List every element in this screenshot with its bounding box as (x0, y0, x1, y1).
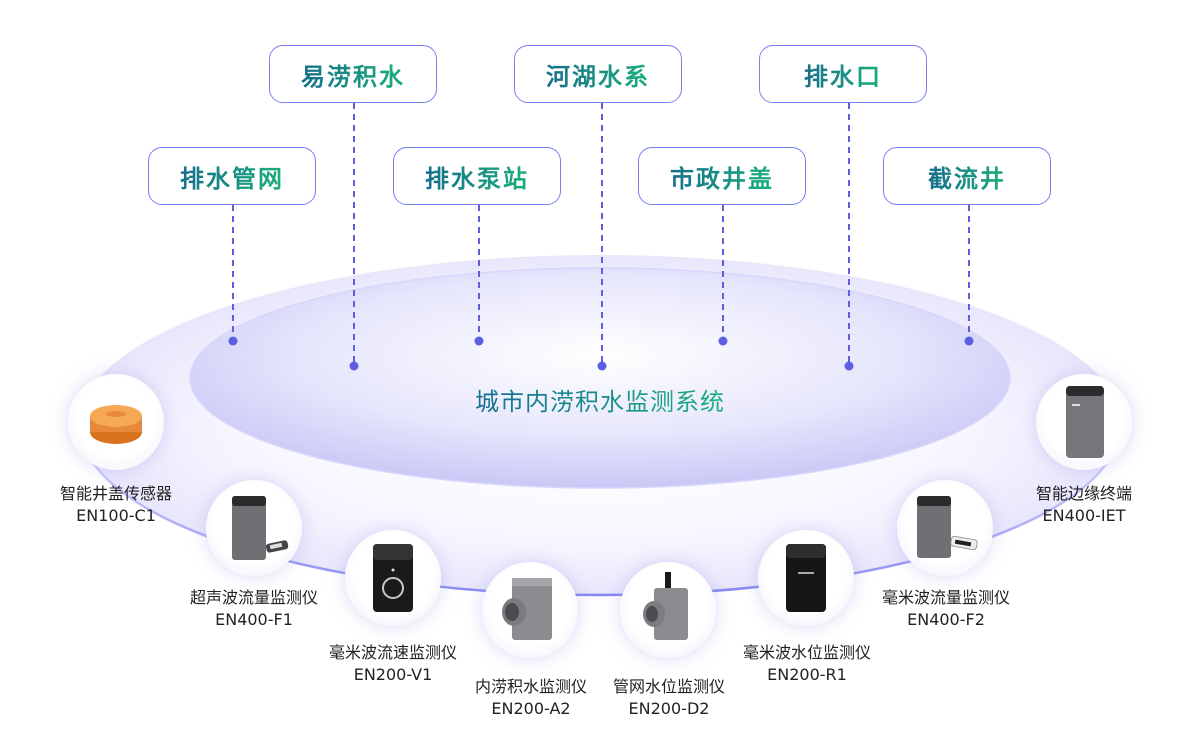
scenario-label: 排水管网 (180, 159, 284, 194)
scenario-label: 河湖水系 (546, 57, 650, 92)
device-label-5: 毫米波水位监测仪 EN200-R1 (722, 642, 892, 686)
scenario-label: 易涝积水 (301, 57, 405, 92)
device-circle-0 (68, 374, 164, 470)
device-circle-5 (758, 530, 854, 626)
device-label-1: 超声波流量监测仪 EN400-F1 (169, 587, 339, 631)
scenario-box-jinggai: 市政井盖 (638, 147, 806, 205)
connector-dot-1 (349, 361, 359, 371)
scenario-label: 排水口 (804, 57, 882, 92)
scenario-box-guanwang: 排水管网 (148, 147, 316, 205)
device-model: EN200-R1 (767, 665, 847, 684)
connector-dot-2 (474, 336, 484, 346)
edge-terminal-icon (1066, 386, 1104, 458)
device-label-2: 毫米波流速监测仪 EN200-V1 (308, 642, 478, 686)
scenario-box-hehu: 河湖水系 (514, 45, 682, 103)
device-label-0: 智能井盖传感器 EN100-C1 (31, 483, 201, 527)
scenario-box-paishuikou: 排水口 (759, 45, 927, 103)
inner-ellipse (189, 267, 1011, 489)
device-label-3: 内涝积水监测仪 EN200-A2 (446, 676, 616, 720)
device-circle-6 (897, 480, 993, 576)
scenario-box-jieliu: 截流井 (883, 147, 1051, 205)
device-name: 智能井盖传感器 (59, 484, 172, 503)
scenario-label: 排水泵站 (425, 159, 529, 194)
waterlogging-monitor-icon (502, 578, 552, 640)
device-circle-1 (206, 480, 302, 576)
device-model: EN200-A2 (491, 699, 571, 718)
scenario-label: 截流井 (928, 159, 1006, 194)
connector-dot-5 (844, 361, 854, 371)
device-name: 管网水位监测仪 (612, 677, 725, 696)
connector-dot-0 (228, 336, 238, 346)
device-label-4: 管网水位监测仪 EN200-D2 (584, 676, 754, 720)
system-title: 城市内涝积水监测系统 (475, 388, 725, 416)
connector-dot-4 (718, 336, 728, 346)
device-name: 毫米波流速监测仪 (328, 643, 457, 662)
mmwave-flow-meter-icon (917, 496, 978, 558)
device-circle-7 (1036, 374, 1132, 470)
device-model: EN100-C1 (76, 506, 156, 525)
device-label-6: 毫米波流量监测仪 EN400-F2 (861, 587, 1031, 631)
device-circle-4 (620, 562, 716, 658)
ultrasonic-flow-meter-icon (232, 496, 289, 560)
scenario-box-bengzhan: 排水泵站 (393, 147, 561, 205)
device-model: EN200-V1 (353, 665, 433, 684)
device-name: 智能边缘终端 (1035, 484, 1132, 503)
device-label-7: 智能边缘终端 EN400-IET (999, 483, 1169, 527)
mmwave-velocity-meter-icon (373, 544, 413, 612)
mmwave-level-meter-icon (786, 544, 826, 612)
connector-dot-6 (964, 336, 974, 346)
connector-dot-3 (597, 361, 607, 371)
device-model: EN400-F2 (907, 610, 985, 629)
device-circle-2 (345, 530, 441, 626)
scenario-box-yilao: 易涝积水 (269, 45, 437, 103)
device-name: 毫米波流量监测仪 (881, 588, 1010, 607)
manhole-sensor-icon (90, 405, 142, 444)
device-circle-3 (482, 562, 578, 658)
device-model: EN400-F1 (215, 610, 293, 629)
device-name: 毫米波水位监测仪 (742, 643, 871, 662)
pipe-level-monitor-icon (643, 572, 688, 640)
device-model: EN200-D2 (628, 699, 710, 718)
device-name: 超声波流量监测仪 (189, 588, 318, 607)
device-model: EN400-IET (1042, 506, 1126, 525)
scenario-label: 市政井盖 (670, 159, 774, 194)
device-name: 内涝积水监测仪 (474, 677, 587, 696)
